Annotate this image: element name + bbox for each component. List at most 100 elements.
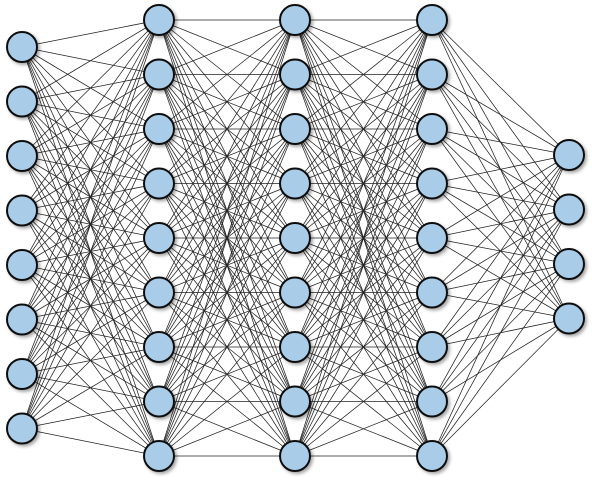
neuron-layer3-5 — [279, 222, 311, 254]
neuron-layer1-4 — [6, 194, 38, 227]
connection-l2-n9-to-l3-n5 — [158, 237, 296, 457]
connection-l2-n9-to-l3-n1 — [158, 19, 296, 457]
connection-l3-n9-to-l4-n2 — [294, 74, 433, 457]
neuron-layer2-3 — [143, 113, 175, 145]
neuron-layer1-1 — [6, 31, 38, 63]
connection-l1-n7-to-l2-n1 — [21, 19, 160, 375]
neuron-layer2-5 — [143, 222, 175, 254]
neuron-layer2-7 — [143, 331, 175, 363]
connection-l2-n9-to-l3-n8 — [158, 401, 296, 457]
connection-l3-n5-to-l4-n1 — [294, 19, 433, 239]
neuron-layer4-2 — [416, 58, 448, 91]
neuron-layer4-8 — [416, 385, 448, 418]
neuron-layer1-3 — [6, 140, 38, 172]
connection-l2-n5-to-l3-n1 — [158, 19, 296, 239]
connection-l1-n8-to-l2-n2 — [21, 74, 160, 429]
connection-l3-n9-to-l4-n6 — [294, 292, 433, 457]
neuron-layer3-7 — [279, 331, 311, 363]
neuron-layer5-2 — [553, 193, 585, 226]
neuron-layer3-2 — [279, 58, 311, 91]
connection-l2-n6-to-l3-n1 — [158, 19, 296, 293]
connection-l1-n8-to-l2-n7 — [21, 346, 160, 429]
neuron-layer2-9 — [143, 440, 175, 472]
neurons-layer — [6, 4, 585, 472]
connection-l1-n8-to-l2-n4 — [21, 183, 160, 429]
neuron-layer5-1 — [553, 139, 585, 171]
connection-l3-n9-to-l4-n4 — [294, 183, 433, 457]
neuron-layer3-3 — [279, 113, 311, 145]
connection-l3-n9-to-l4-n3 — [294, 128, 433, 457]
connection-l3-n3-to-l4-n1 — [294, 19, 433, 130]
connections-layer — [21, 19, 570, 457]
connection-l2-n4-to-l3-n1 — [158, 19, 296, 184]
neuron-layer5-3 — [553, 248, 585, 280]
connection-l3-n9-to-l4-n5 — [294, 237, 433, 457]
connection-l4-n9-to-l5-n4 — [431, 318, 570, 457]
neuron-layer5-4 — [553, 302, 585, 335]
neuron-layer1-2 — [6, 85, 38, 118]
connection-l1-n8-to-l2-n1 — [21, 19, 160, 429]
connection-l3-n6-to-l4-n1 — [294, 19, 433, 293]
connection-l3-n9-to-l4-n7 — [294, 346, 433, 457]
neuron-layer3-9 — [279, 440, 311, 472]
connection-l4-n4-to-l5-n1 — [431, 154, 570, 184]
neuron-layer2-2 — [143, 58, 175, 91]
neuron-layer2-4 — [143, 167, 175, 200]
connection-l4-n7-to-l5-n1 — [431, 154, 570, 348]
connection-l2-n7-to-l3-n1 — [158, 19, 296, 348]
neuron-layer4-6 — [416, 276, 448, 309]
connection-l1-n4-to-l2-n1 — [21, 19, 160, 211]
connection-l1-n1-to-l2-n1 — [21, 19, 160, 48]
neuron-layer2-6 — [143, 276, 175, 309]
neuron-layer4-5 — [416, 222, 448, 254]
connection-l1-n8-to-l2-n5 — [21, 237, 160, 429]
neuron-layer4-7 — [416, 331, 448, 363]
connection-l4-n8-to-l5-n1 — [431, 154, 570, 402]
connection-l4-n9-to-l5-n1 — [431, 154, 570, 457]
connection-l1-n8-to-l2-n3 — [21, 128, 160, 429]
connection-l2-n9-to-l3-n4 — [158, 183, 296, 457]
connection-l1-n8-to-l2-n8 — [21, 401, 160, 429]
connection-l1-n8-to-l2-n6 — [21, 292, 160, 429]
connection-l4-n9-to-l5-n3 — [431, 263, 570, 457]
connection-l3-n9-to-l4-n8 — [294, 401, 433, 457]
connection-l1-n5-to-l2-n1 — [21, 19, 160, 266]
connection-l3-n9-to-l4-n1 — [294, 19, 433, 457]
connection-l4-n9-to-l5-n2 — [431, 209, 570, 457]
neuron-layer2-1 — [143, 4, 175, 36]
connection-l2-n3-to-l3-n1 — [158, 19, 296, 130]
neuron-layer1-6 — [6, 303, 38, 336]
neuron-layer4-3 — [416, 113, 448, 145]
connection-l2-n9-to-l3-n7 — [158, 346, 296, 457]
neuron-layer3-1 — [279, 4, 311, 36]
connection-l2-n2-to-l3-n1 — [158, 19, 296, 75]
neuron-layer3-6 — [279, 276, 311, 309]
connection-l4-n1-to-l5-n1 — [431, 19, 570, 156]
connection-l2-n9-to-l3-n2 — [158, 74, 296, 457]
connection-l1-n2-to-l2-n1 — [21, 19, 160, 102]
connection-l2-n9-to-l3-n3 — [158, 128, 296, 457]
neuron-layer1-7 — [6, 358, 38, 390]
connection-l3-n4-to-l4-n1 — [294, 19, 433, 184]
neuron-layer1-5 — [6, 249, 38, 281]
connection-l1-n8-to-l2-n9 — [21, 428, 160, 457]
neuron-layer3-4 — [279, 167, 311, 200]
neuron-layer4-4 — [416, 167, 448, 200]
connection-l4-n5-to-l5-n1 — [431, 154, 570, 239]
connection-l2-n9-to-l3-n6 — [158, 292, 296, 457]
connection-l4-n6-to-l5-n1 — [431, 154, 570, 293]
connection-l2-n8-to-l3-n1 — [158, 19, 296, 402]
connection-l4-n3-to-l5-n1 — [431, 128, 570, 156]
connection-l1-n3-to-l2-n1 — [21, 19, 160, 157]
connection-l3-n7-to-l4-n1 — [294, 19, 433, 348]
neuron-layer3-8 — [279, 385, 311, 418]
connection-l3-n2-to-l4-n1 — [294, 19, 433, 75]
neuron-layer4-9 — [416, 440, 448, 472]
neuron-layer1-8 — [6, 412, 38, 445]
neuron-layer4-1 — [416, 4, 448, 36]
connection-l1-n6-to-l2-n1 — [21, 19, 160, 320]
connection-l3-n8-to-l4-n1 — [294, 19, 433, 402]
connection-l4-n2-to-l5-n1 — [431, 74, 570, 156]
